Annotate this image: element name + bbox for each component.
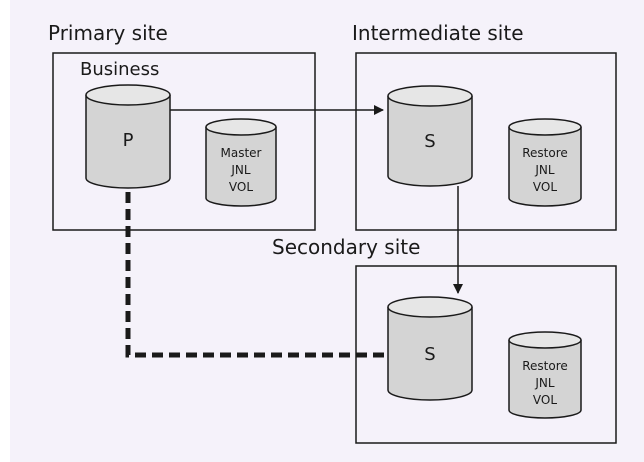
intermediate-journal-line-1: Restore — [522, 146, 568, 160]
secondary-journal-line-1: Restore — [522, 359, 568, 373]
primary-volume-cylinder: P — [85, 84, 171, 189]
master-journal-cylinder: Master JNL VOL — [205, 118, 277, 207]
dashed-link-primary-to-secondary — [125, 192, 386, 358]
secondary-volume-cylinder: S — [387, 296, 473, 401]
intermediate-site-box — [355, 52, 617, 231]
business-label: Business — [80, 59, 159, 80]
master-journal-line-2: JNL — [230, 163, 251, 177]
master-journal-line-3: VOL — [229, 180, 253, 194]
secondary-journal-cylinder: Restore JNL VOL — [508, 331, 582, 419]
secondary-journal-line-2: JNL — [534, 376, 555, 390]
secondary-journal-line-3: VOL — [533, 393, 557, 407]
master-journal-line-1: Master — [221, 146, 262, 160]
primary-site-box — [52, 52, 316, 231]
intermediate-volume-label: S — [424, 131, 435, 152]
intermediate-journal-line-2: JNL — [534, 163, 555, 177]
secondary-volume-label: S — [424, 344, 435, 365]
intermediate-journal-line-3: VOL — [533, 180, 557, 194]
primary-site-label: Primary site — [48, 21, 168, 45]
secondary-site-label: Secondary site — [272, 235, 420, 259]
intermediate-volume-cylinder: S — [387, 85, 473, 187]
intermediate-site-label: Intermediate site — [352, 21, 524, 45]
primary-volume-label: P — [123, 130, 134, 151]
intermediate-journal-cylinder: Restore JNL VOL — [508, 118, 582, 207]
